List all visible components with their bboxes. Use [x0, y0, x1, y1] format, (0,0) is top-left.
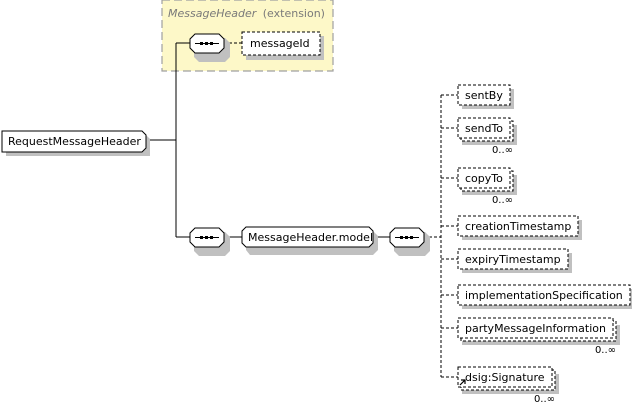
group-ref-MessageHeader-model[interactable]: MessageHeader.model	[241, 226, 378, 255]
connector-lines	[146, 42, 390, 238]
element-dsig-Signature[interactable]: dsig:Signature 0..∞	[457, 366, 559, 405]
reference-arrow-icon	[459, 379, 466, 386]
cardinality-label: 0..∞	[492, 145, 513, 156]
dashed-connectors	[224, 42, 442, 377]
element-label: implementationSpecification	[465, 289, 623, 302]
element-sentBy[interactable]: sentBy	[457, 84, 514, 109]
element-box	[457, 84, 511, 106]
cardinality-label: 0..∞	[492, 195, 513, 206]
element-copyTo[interactable]: copyTo 0..∞	[457, 167, 517, 206]
element-partyMessageInformation[interactable]: partyMessageInformation 0..∞	[457, 317, 620, 356]
element-box	[457, 366, 553, 388]
element-sendTo[interactable]: sendTo 0..∞	[457, 117, 517, 156]
element-label: sendTo	[465, 122, 503, 135]
extension-suffix-label: (extension)	[263, 7, 325, 20]
group-ref-label: MessageHeader.model	[248, 231, 373, 244]
sequence-compositor-extension[interactable]	[189, 33, 230, 62]
element-label: copyTo	[465, 172, 503, 185]
element-box	[457, 117, 511, 139]
svg-text:MessageHeader (extension: MessageHeader (extension)	[168, 7, 325, 20]
extension-base-label: MessageHeader	[168, 7, 258, 20]
element-creationTimestamp[interactable]: creationTimestamp	[457, 215, 582, 240]
cardinality-label: 0..∞	[595, 345, 616, 356]
sequence-compositor-main[interactable]	[189, 227, 230, 256]
element-label: messageId	[250, 37, 310, 50]
root-element[interactable]: RequestMessageHeader	[1, 130, 150, 156]
sequence-icon	[395, 236, 419, 239]
element-box	[457, 284, 631, 306]
element-label: creationTimestamp	[465, 220, 571, 233]
element-box	[457, 248, 569, 270]
root-element-label: RequestMessageHeader	[8, 135, 141, 148]
sequence-icon	[195, 236, 219, 239]
element-messageId[interactable]: messageId	[241, 31, 324, 60]
element-label: sentBy	[465, 89, 503, 102]
element-label: expiryTimestamp	[465, 253, 561, 266]
element-box	[457, 167, 511, 189]
element-label: partyMessageInformation	[465, 322, 606, 335]
element-expiryTimestamp[interactable]: expiryTimestamp	[457, 248, 572, 273]
cardinality-label: 0..∞	[534, 394, 555, 405]
child-connector-stubs	[441, 94, 458, 378]
sequence-icon	[195, 42, 219, 45]
element-label: dsig:Signature	[465, 371, 545, 384]
element-implementationSpecification[interactable]: implementationSpecification	[457, 284, 632, 309]
sequence-children: sentBy sendTo 0..∞ copyTo 0..∞ creationTimest…	[457, 84, 632, 405]
element-box	[457, 215, 579, 237]
element-box	[457, 317, 614, 339]
sequence-compositor-model[interactable]	[389, 227, 430, 256]
